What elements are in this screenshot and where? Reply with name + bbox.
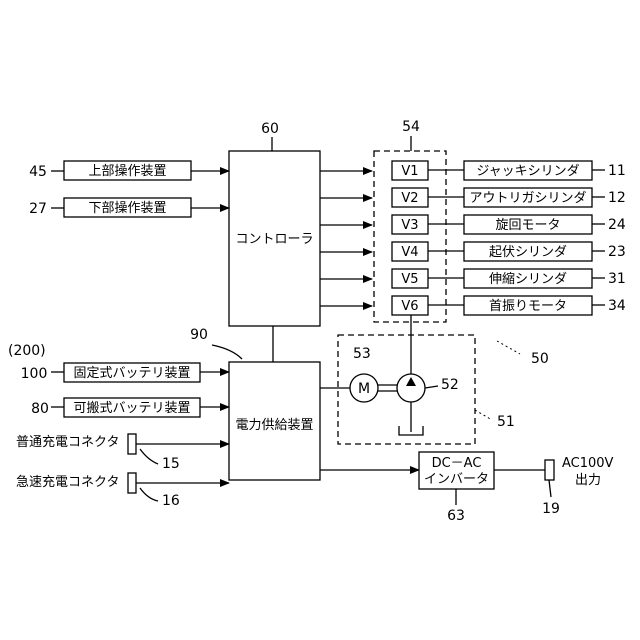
actuator-ref: 24 xyxy=(608,217,626,233)
motor-ref: 53 xyxy=(353,346,371,362)
actuator-ref: 31 xyxy=(608,271,626,287)
valve-row-1: V1 ジャッキシリンダ 11 xyxy=(392,161,626,180)
valve-label: V5 xyxy=(401,272,418,287)
ac-output-line1: AC100V xyxy=(562,456,614,471)
actuator-label: 伸縮シリンダ xyxy=(489,271,567,287)
connector-rapid-ref: 16 xyxy=(162,493,180,509)
battery-portable-ref: 80 xyxy=(31,401,49,417)
actuator-ref: 23 xyxy=(608,244,626,260)
connector-normal-label: 普通充電コネクタ xyxy=(16,434,119,450)
valve-label: V6 xyxy=(401,299,418,314)
pump-ref: 52 xyxy=(441,377,459,393)
upper-operation-label: 上部操作装置 xyxy=(88,163,166,179)
battery-portable: 可搬式バッテリ装置 80 xyxy=(31,398,229,417)
valve-label: V2 xyxy=(401,191,418,206)
lower-operation-label: 下部操作装置 xyxy=(88,200,166,216)
inverter-line1: DC－AC xyxy=(432,456,482,471)
actuator-label: 旋回モータ xyxy=(495,218,560,233)
motor-letter: M xyxy=(358,381,370,397)
valve-row-5: V5 伸縮シリンダ 31 xyxy=(392,269,626,288)
actuator-label: アウトリガシリンダ xyxy=(469,191,586,206)
connector-normal-charge: 普通充電コネクタ 15 xyxy=(16,434,229,472)
actuator-label: 起伏シリンダ xyxy=(489,245,567,260)
controller-valve-arrows xyxy=(320,171,372,306)
valve-row-4: V4 起伏シリンダ 23 xyxy=(392,242,626,261)
ac-output-ref: 19 xyxy=(542,501,560,517)
input-lower-operation: 下部操作装置 27 xyxy=(29,198,229,217)
actuator-label: ジャッキシリンダ xyxy=(476,164,579,179)
ac-output-line2: 出力 xyxy=(575,473,601,488)
hydraulic-ref: 50 xyxy=(531,351,549,367)
connector-normal-ref: 15 xyxy=(162,456,180,472)
actuator-ref: 11 xyxy=(608,163,626,179)
controller-block: コントローラ 60 xyxy=(229,121,320,326)
actuator-ref: 12 xyxy=(608,190,626,206)
inverter-line2: インバータ xyxy=(424,472,489,487)
pump-unit-ref: 51 xyxy=(497,414,515,430)
valve-label: V4 xyxy=(401,245,418,260)
valve-row-2: V2 アウトリガシリンダ 12 xyxy=(392,188,626,207)
hydraulic-system-ref: 50 xyxy=(497,341,549,367)
upper-operation-ref: 45 xyxy=(29,164,47,180)
actuator-ref: 34 xyxy=(608,298,626,314)
controller-label: コントローラ xyxy=(235,232,313,247)
controller-ref: 60 xyxy=(261,121,279,137)
battery-fixed-ref: 100 xyxy=(21,366,48,382)
ac-output: AC100V 出力 19 xyxy=(494,456,614,517)
battery-group-ref: (200) xyxy=(8,343,46,359)
connector-rapid-charge: 急速充電コネクタ 16 xyxy=(16,473,229,509)
valve-row-3: V3 旋回モータ 24 xyxy=(392,215,626,234)
input-upper-operation: 上部操作装置 45 xyxy=(29,161,229,180)
valve-block-ref: 54 xyxy=(402,119,420,135)
battery-portable-label: 可搬式バッテリ装置 xyxy=(73,401,190,416)
inverter-block: DC－AC インバータ 63 xyxy=(320,452,494,524)
inverter-ref: 63 xyxy=(447,508,465,524)
valve-label: V3 xyxy=(401,218,418,233)
valve-label: V1 xyxy=(401,164,418,179)
actuator-label: 首振りモータ xyxy=(489,299,567,314)
power-supply-label: 電力供給装置 xyxy=(235,418,313,433)
pump-unit: M 53 52 51 xyxy=(320,315,515,444)
battery-fixed: 固定式バッテリ装置 100 xyxy=(21,363,229,382)
lower-operation-ref: 27 xyxy=(29,201,47,217)
power-supply-ref: 90 xyxy=(190,327,208,343)
battery-fixed-label: 固定式バッテリ装置 xyxy=(73,366,190,381)
valve-row-6: V6 首振りモータ 34 xyxy=(392,296,626,315)
power-supply-block: 電力供給装置 90 xyxy=(190,327,320,480)
ac-output-socket xyxy=(545,460,554,480)
connector-rapid-label: 急速充電コネクタ xyxy=(16,474,119,490)
